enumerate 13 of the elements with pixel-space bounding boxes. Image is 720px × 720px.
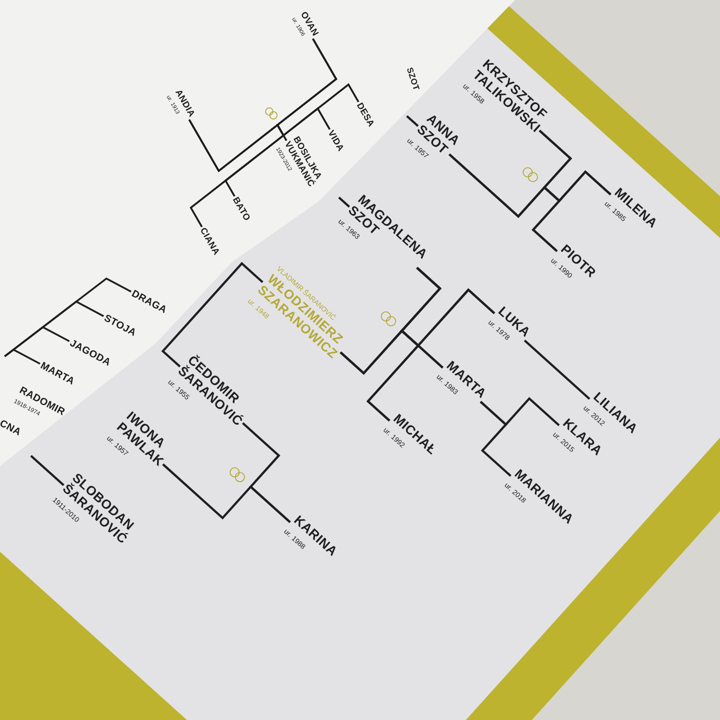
tree-line: [4, 348, 40, 365]
tree-line: [30, 454, 64, 486]
tree-line: [161, 262, 264, 368]
tree-line: [162, 463, 291, 524]
tree-line: [448, 153, 561, 252]
person-label: SZOT: [407, 68, 420, 90]
tree-line: [338, 196, 350, 208]
tree-line: [480, 400, 512, 477]
tree-line: [188, 119, 285, 228]
tree-line: [406, 115, 419, 127]
person-label: CNA: [0, 420, 20, 436]
tree-line: [524, 340, 590, 400]
tree-line: [340, 329, 420, 422]
